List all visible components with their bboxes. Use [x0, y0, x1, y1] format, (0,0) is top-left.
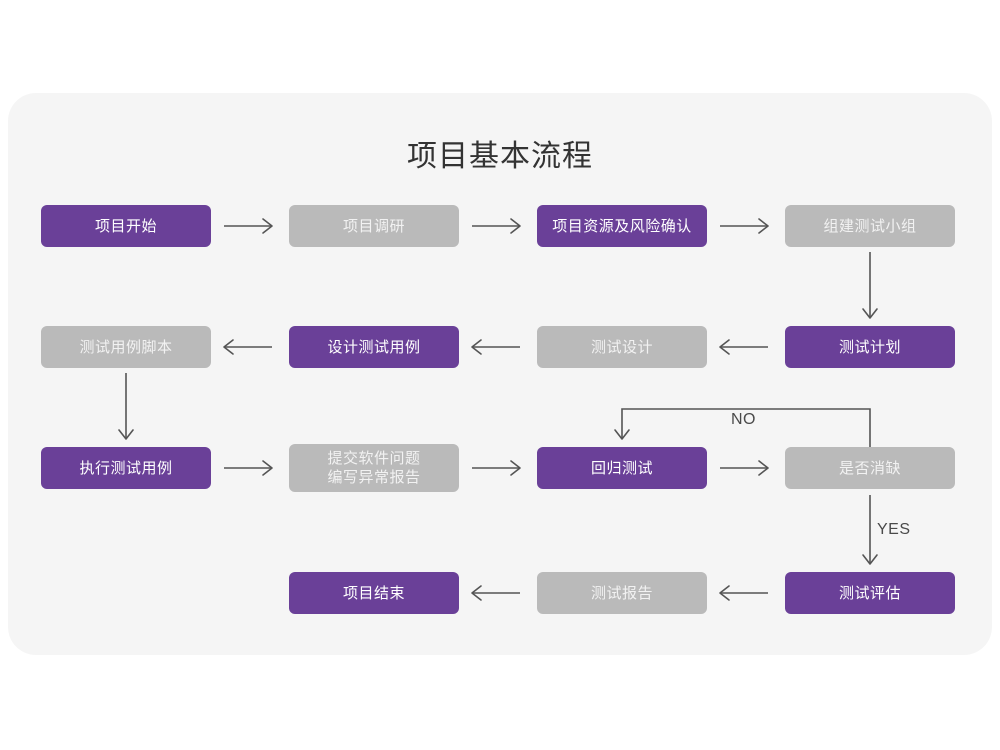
edge-label-yes: YES [877, 521, 911, 538]
flow-node-design-test-cases[interactable]: 设计测试用例 [289, 326, 459, 368]
flow-node-execute-test-cases[interactable]: 执行测试用例 [41, 447, 211, 489]
flow-node-resource-risk-confirm[interactable]: 项目资源及风险确认 [537, 205, 707, 247]
edge-label-no: NO [731, 411, 756, 428]
page-title: 项目基本流程 [407, 140, 593, 173]
flowchart-panel [8, 93, 992, 655]
flow-node-project-research[interactable]: 项目调研 [289, 205, 459, 247]
flow-node-regression-test[interactable]: 回归测试 [537, 447, 707, 489]
flow-node-test-design[interactable]: 测试设计 [537, 326, 707, 368]
flow-node-test-plan[interactable]: 测试计划 [785, 326, 955, 368]
flow-node-project-end[interactable]: 项目结束 [289, 572, 459, 614]
flow-node-test-evaluation[interactable]: 测试评估 [785, 572, 955, 614]
flow-node-test-case-script[interactable]: 测试用例脚本 [41, 326, 211, 368]
flow-node-project-start[interactable]: 项目开始 [41, 205, 211, 247]
flow-node-defect-cleared-check[interactable]: 是否消缺 [785, 447, 955, 489]
flow-node-build-test-team[interactable]: 组建测试小组 [785, 205, 955, 247]
flow-node-test-report[interactable]: 测试报告 [537, 572, 707, 614]
flow-node-submit-issue-report[interactable]: 提交软件问题 编写异常报告 [289, 444, 459, 492]
